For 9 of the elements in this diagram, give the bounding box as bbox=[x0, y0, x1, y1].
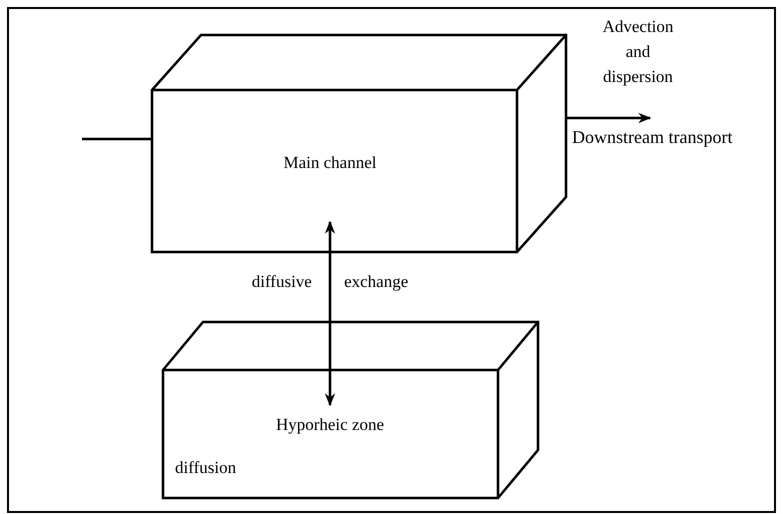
arrow bbox=[566, 112, 652, 124]
connector-line bbox=[82, 138, 152, 140]
edge-label: Advection and dispersion bbox=[602, 16, 674, 88]
arrow bbox=[324, 220, 336, 406]
node-label: diffusion bbox=[175, 458, 236, 478]
text-label: Downstream transport bbox=[572, 127, 732, 147]
node-label: Hyporheic zone bbox=[276, 415, 384, 435]
edge-label: diffusive exchange bbox=[252, 272, 408, 292]
node-label: Main channel bbox=[284, 153, 376, 173]
